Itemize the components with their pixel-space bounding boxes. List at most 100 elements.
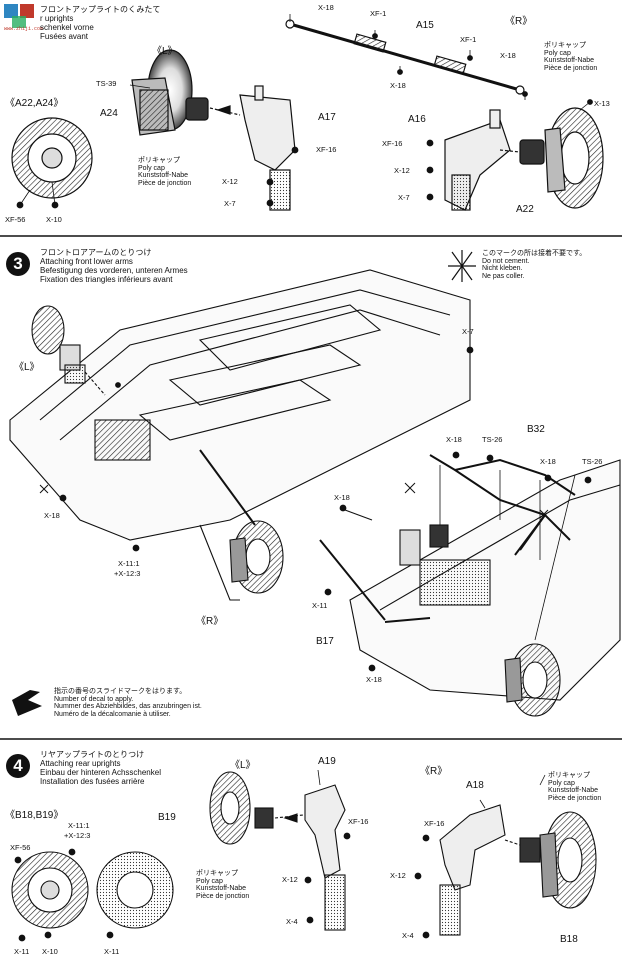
part-label: X-12 (394, 166, 410, 175)
part-label: B19 (158, 812, 176, 823)
part-label: 《B18,B19》 (5, 810, 64, 821)
part-label: 《A22,A24》 (5, 98, 64, 109)
part-label: 《L》 (14, 362, 40, 373)
front-upright-left (31, 305, 106, 396)
title-line: Attaching front lower arms (40, 257, 133, 266)
note-line: Poly cap (544, 49, 571, 57)
note-line: Nicht kleben. (482, 265, 523, 272)
hub-upright-center (399, 524, 449, 566)
tie-rod-b17 (319, 509, 431, 623)
note-line: Kunststoff-Nabe (196, 885, 247, 892)
upright-a16 (444, 109, 545, 211)
disc-detail-a22-a24 (11, 117, 93, 199)
part-label: X-12 (222, 177, 238, 186)
part-label: A17 (318, 112, 336, 123)
title-line: Installation des fusées arrière (40, 777, 145, 786)
part-label: X-18 (540, 457, 556, 466)
part-label: A16 (408, 114, 426, 125)
part-label: A15 (416, 20, 434, 31)
steering-rack-a15 (285, 19, 525, 95)
no-cement-icon (448, 250, 476, 282)
step2-title: フロントアップライトのくみたて r uprights schenkel vorn… (40, 5, 160, 41)
part-label: XF-16 (316, 145, 337, 154)
part-label: X-18 (446, 435, 462, 444)
part-label: X-7 (224, 199, 236, 208)
chassis-tub (9, 269, 471, 541)
note-line: Poly cap (138, 164, 165, 172)
note-line: Kunststoff-Nabe (544, 57, 595, 64)
step-number: 4 (6, 754, 30, 778)
note-line: 指示の番号のスライドマークをはります。 (54, 688, 187, 695)
note-line: Kunststoff-Nabe (548, 787, 599, 794)
title-line: Fusées avant (40, 32, 89, 41)
step-number: 3 (6, 252, 30, 276)
polycap-note: ポリキャップ Poly cap Kunststoff-Nabe Pièce de… (138, 157, 191, 187)
part-label: X-18 (390, 81, 406, 90)
title-line: Fixation des triangles inférieurs avant (40, 275, 173, 284)
title-line: フロントアップライトのくみたて (40, 5, 161, 14)
note-line: ポリキャップ (548, 772, 590, 779)
rear-upright-a19 (274, 784, 346, 931)
part-label: X-11:1 (118, 559, 140, 568)
note-line: Do not cement. (482, 257, 530, 265)
part-label: XF-56 (10, 843, 31, 852)
watermark-text: www.zhiji.com (4, 26, 44, 32)
part-label: XF-56 (5, 215, 26, 224)
note-line: Pièce de jonction (548, 794, 602, 802)
decal-slide-icon (12, 690, 42, 716)
part-label: X-11:1 (68, 821, 90, 830)
part-label: X-18 (318, 3, 334, 12)
part-label: X-12 (282, 875, 298, 884)
rear-disc-left (209, 771, 274, 845)
part-label: X-11 (312, 601, 328, 610)
note-line: ポリキャップ (196, 870, 238, 877)
step3-title: フロントロアアームのとりつけ Attaching front lower arm… (40, 248, 188, 284)
brake-disc-left (131, 49, 193, 136)
part-label: +X-12:3 (64, 831, 91, 840)
rear-upright-a18 (439, 804, 541, 936)
part-label: X-18 (334, 493, 350, 502)
part-label: X-18 (366, 675, 382, 684)
part-label: 《R》 (196, 616, 224, 627)
note-line: Pièce de jonction (196, 892, 250, 900)
note-line: Number of decal to apply. (54, 695, 134, 703)
part-label: XF-16 (382, 139, 403, 148)
part-label: +X-12:3 (114, 569, 141, 578)
step4-title: リヤアップライトのとりつけ Attaching rear uprights Ei… (40, 750, 161, 786)
note-line: ポリキャップ (544, 42, 586, 49)
title-line: Attaching rear uprights (40, 759, 121, 768)
part-label: X-11 (14, 947, 30, 956)
disc-detail-b19 (96, 851, 174, 929)
part-label: XF-16 (424, 819, 445, 828)
note-line: Numéro de la décalcomanie à utiliser. (54, 710, 171, 718)
part-label: X-4 (402, 931, 414, 940)
part-label: X-10 (42, 947, 58, 956)
note-line: Kunststoff-Nabe (138, 172, 189, 179)
part-label: A24 (100, 108, 118, 119)
note-line: Pièce de jonction (544, 64, 598, 72)
rear-disc-right-step3 (504, 643, 561, 717)
part-label: XF-1 (460, 35, 477, 44)
part-label: A19 (318, 756, 336, 767)
part-label: TS-26 (482, 435, 503, 444)
no-cement-mark (39, 482, 549, 519)
part-label: B32 (527, 424, 545, 435)
step4-callouts (14, 769, 546, 942)
part-label: XF-1 (370, 9, 387, 18)
part-label: A22 (516, 204, 534, 215)
title-line: リヤアップライトのとりつけ (40, 750, 145, 759)
note-line: ポリキャップ (138, 157, 180, 164)
polycap-note: ポリキャップ Poly cap Kunststoff-Nabe Pièce de… (548, 772, 601, 802)
title-line: Einbau der hinteren Achsschenkel (40, 768, 161, 777)
part-label: A18 (466, 780, 484, 791)
disc-detail-b18 (11, 851, 89, 929)
part-label: X-7 (462, 327, 474, 336)
note-line: Poly cap (196, 877, 223, 885)
part-label: X-18 (44, 511, 60, 520)
brake-disc-right (544, 107, 604, 209)
title-line: r uprights (40, 14, 74, 23)
part-label: B18 (560, 934, 578, 945)
part-label: TS-39 (96, 79, 117, 88)
note-line: Pièce de jonction (138, 179, 192, 187)
